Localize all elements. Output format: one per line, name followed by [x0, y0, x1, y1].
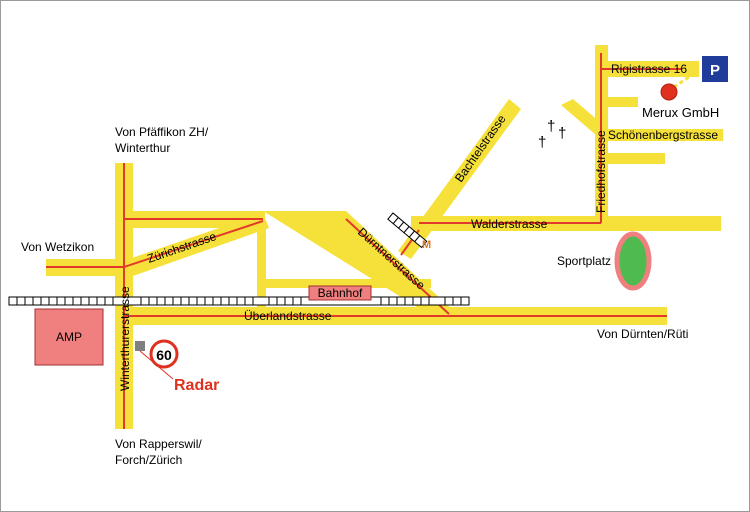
amp-building	[34, 308, 104, 366]
direction-rapperswil-line2: Forch/Zürich	[115, 453, 182, 467]
radar-camera-icon	[135, 341, 145, 351]
direction-wetzikon: Von Wetzikon	[21, 240, 94, 254]
label-rigistrasse: Rigistrasse 16	[611, 62, 687, 76]
label-bachtelstrasse: Bachtelstrasse	[452, 112, 509, 185]
direction-rapperswil-line1: Von Rapperswil/	[115, 437, 202, 451]
parking-label: P	[710, 62, 720, 79]
direction-pfaeffikon-line2: Winterthur	[115, 141, 170, 155]
label-winterthurerstrasse: Winterthurerstrasse	[118, 286, 132, 391]
label-walderstrasse: Walderstrasse	[471, 217, 548, 231]
sportplatz-field	[614, 231, 652, 291]
road-stub	[608, 97, 638, 107]
bahnhof-building	[308, 285, 372, 301]
speed-limit-sign-icon	[149, 339, 179, 369]
merux-label: Merux GmbH	[642, 105, 719, 120]
parking-sign	[702, 56, 728, 82]
svg-text:†: †	[558, 125, 566, 142]
road-bahnhof	[263, 279, 431, 288]
label-schoenenbergstrasse: Schönenbergstrasse	[608, 128, 718, 142]
road-branch-east	[605, 153, 665, 164]
sportplatz-label: Sportplatz	[557, 254, 611, 268]
location-pin-icon	[660, 83, 678, 101]
railway	[8, 212, 470, 306]
radar-label: Radar	[174, 377, 219, 394]
label-friedhofstrasse: Friedhofstrasse	[594, 130, 608, 213]
direction-pfaeffikon-line1: Von Pfäffikon ZH/	[115, 125, 209, 139]
road-zuerichstrasse	[129, 213, 269, 276]
parking-path	[667, 75, 690, 93]
svg-text:†: †	[547, 118, 555, 135]
direction-duernten-rueti: Von Dürnten/Rüti	[597, 327, 688, 341]
label-ueberlandstrasse: Überlandstrasse	[244, 309, 332, 323]
svg-text:†: †	[538, 134, 546, 151]
cemetery-crosses: † † †	[538, 118, 566, 151]
speed-limit-value: 60	[156, 347, 172, 363]
road-connector	[257, 221, 266, 307]
roads	[46, 45, 723, 429]
metro-marker: M	[422, 239, 431, 251]
bahnhof-label: Bahnhof	[318, 286, 363, 300]
road-duerntnerstrasse	[263, 211, 456, 317]
amp-label: AMP	[56, 330, 82, 344]
